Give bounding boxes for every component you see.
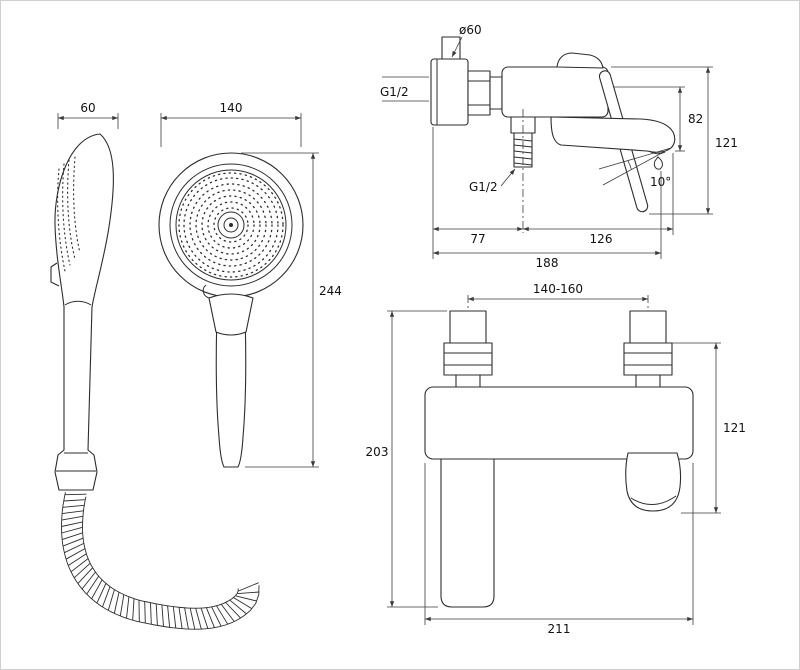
dim-140-160-label: 140-160 xyxy=(533,282,583,296)
dim-77-label: 77 xyxy=(470,232,485,246)
dimension-handset-height: 244 xyxy=(241,152,342,468)
dimension-inlet-thread: G1/2 xyxy=(380,76,429,102)
dimension-side-depths: 77 126 188 xyxy=(432,127,674,270)
dim-126-label: 126 xyxy=(590,232,613,246)
handset-handle xyxy=(215,290,247,468)
dimension-side-total-height: 121 xyxy=(611,66,738,215)
dimension-handset-width: 60 xyxy=(57,101,119,129)
dimension-spout-height: 82 xyxy=(613,86,703,152)
left-inlet-block xyxy=(449,310,487,344)
dim-140-label: 140 xyxy=(220,101,243,115)
left-inlet-nut xyxy=(443,342,493,376)
dimension-outlet-thread: G1/2 xyxy=(469,168,516,194)
handset-bracket-cup xyxy=(208,293,254,336)
mixer-body-side xyxy=(501,66,609,118)
mixer-inlet-nut xyxy=(467,70,491,116)
dimension-front-left-height: 203 xyxy=(366,310,447,608)
dim-dia60-label: ø60 xyxy=(459,23,482,37)
handset-front-view xyxy=(158,152,304,468)
dim-60-label: 60 xyxy=(80,101,95,115)
dim-188-label: 188 xyxy=(536,256,559,270)
handset-center-cap xyxy=(217,211,245,239)
handset-spiral-hose xyxy=(61,492,260,630)
dim-203-label: 203 xyxy=(366,445,389,459)
dimension-front-width: 211 xyxy=(424,463,694,636)
mixer-side-view xyxy=(430,36,676,233)
mixer-lever-front xyxy=(625,452,682,512)
dim-82-label: 82 xyxy=(688,112,703,126)
mixer-top-stem xyxy=(441,36,461,62)
right-inlet-block xyxy=(629,310,667,344)
mixer-front-view xyxy=(424,295,694,608)
handset-side-outline xyxy=(54,133,114,491)
right-inlet-nut xyxy=(623,342,673,376)
dim-211-label: 211 xyxy=(548,622,571,636)
dim-244-label: 244 xyxy=(319,284,342,298)
dim-g12-top-label: G1/2 xyxy=(380,85,409,99)
dimension-front-right-height: 121 xyxy=(672,342,746,514)
mixer-spout-side xyxy=(550,116,676,153)
dim-g12-bottom-label: G1/2 xyxy=(469,180,498,194)
mixer-body-front xyxy=(424,386,694,460)
dimension-handset-diameter: 140 xyxy=(160,101,302,147)
handset-side-view xyxy=(50,133,114,491)
dimension-inlet-centers: 140-160 xyxy=(468,282,648,302)
dimension-flange-diameter: ø60 xyxy=(451,23,482,58)
mixer-column-front xyxy=(440,458,495,608)
dim-121-front-label: 121 xyxy=(723,421,746,435)
dim-121-side-label: 121 xyxy=(715,136,738,150)
